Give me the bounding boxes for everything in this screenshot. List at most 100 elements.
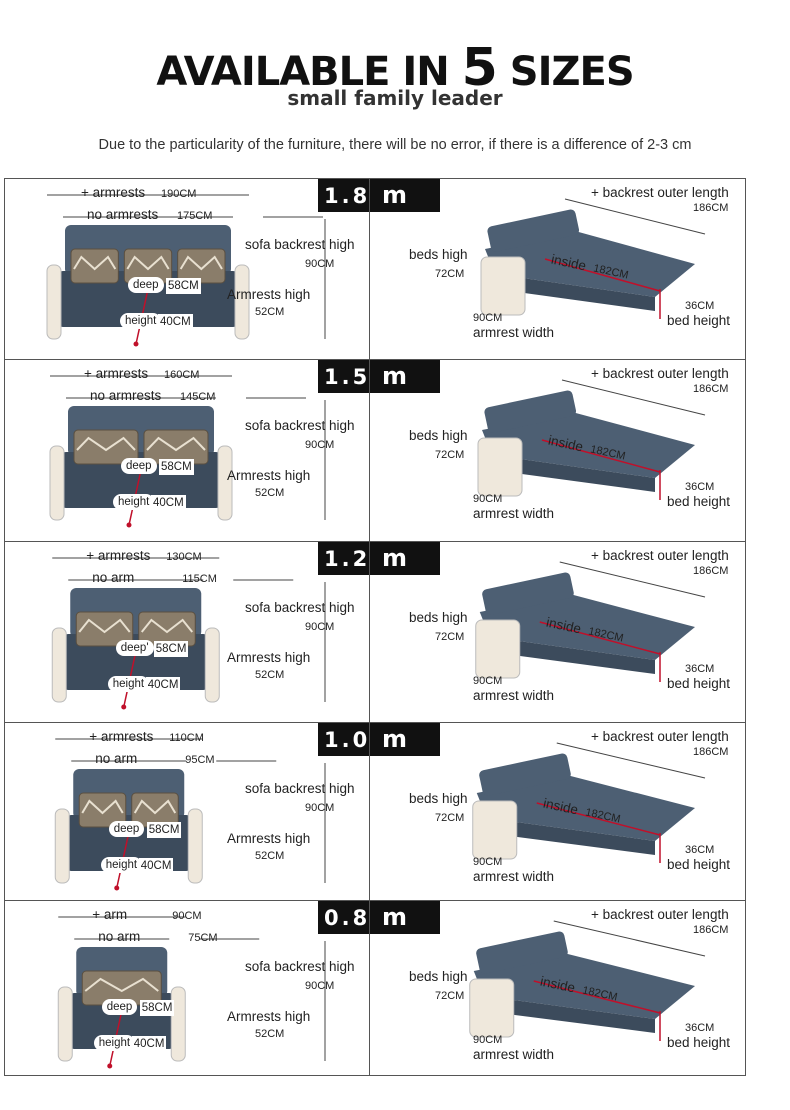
armrests-value: 130CM bbox=[166, 551, 202, 563]
sofa-right-arm bbox=[187, 808, 203, 884]
armrests-high-value: 52CM bbox=[255, 1028, 285, 1040]
height-label: height bbox=[107, 676, 150, 692]
backrest-outer-value: 186CM bbox=[693, 924, 729, 936]
size-tag-unit: m bbox=[382, 725, 408, 753]
deep-dim-dot bbox=[121, 704, 127, 710]
title-number: 5 bbox=[461, 38, 498, 98]
armrests-label: + armrests bbox=[84, 366, 149, 381]
backrest-outer-value: 186CM bbox=[693, 746, 729, 758]
backrest-outer-label: + backrest outer length bbox=[591, 907, 729, 922]
size-tag-unit: m bbox=[382, 181, 408, 209]
row-divider bbox=[369, 542, 370, 722]
size-tag-value: 1.5 bbox=[324, 365, 371, 389]
beds-high-value: 72CM bbox=[435, 631, 465, 643]
backrest-outer-value: 186CM bbox=[693, 565, 729, 577]
pillow-pattern bbox=[179, 255, 223, 271]
backrest-outer-label: + backrest outer length bbox=[591, 366, 729, 381]
sofa-pillow bbox=[70, 248, 119, 284]
armrests-high-label: Armrests high bbox=[227, 831, 311, 846]
beds-high-label: beds high bbox=[409, 969, 468, 984]
armrests-high-label: Armrests high bbox=[227, 1009, 311, 1024]
armrests-value: 190CM bbox=[161, 188, 197, 200]
no-armrests-value: 95CM bbox=[185, 754, 215, 766]
armrests-label: + armrests bbox=[86, 548, 151, 563]
backrest-outer-label: + backrest outer length bbox=[591, 729, 729, 744]
deep-value: 58CM bbox=[159, 459, 194, 475]
height-label: height bbox=[113, 494, 155, 510]
sofa-left-arm bbox=[46, 264, 62, 340]
beds-high-label: beds high bbox=[409, 791, 468, 806]
backrest-outer-label: + backrest outer length bbox=[591, 548, 729, 563]
armrest-width-value: 90CM bbox=[473, 856, 503, 868]
no-armrests-label: no armrests bbox=[90, 388, 162, 403]
bed-inside-line bbox=[544, 258, 661, 292]
bed-length-line bbox=[564, 198, 706, 235]
pillow-pattern bbox=[78, 618, 131, 634]
bed-arm bbox=[472, 800, 518, 860]
armrest-width-label: armrest width bbox=[473, 688, 555, 703]
size-tag-value: 1.8 bbox=[324, 184, 371, 208]
sofa-backrest-label: sofa backrest high bbox=[245, 237, 355, 252]
sofa-backrest-label: sofa backrest high bbox=[245, 600, 355, 615]
deep-value: 58CM bbox=[166, 278, 201, 294]
bed-arm bbox=[469, 978, 515, 1038]
sofa-backrest-value: 90CM bbox=[305, 980, 335, 992]
deep-dim-dot bbox=[107, 1063, 113, 1069]
sofa-left-arm bbox=[57, 986, 73, 1062]
bed-inside-line bbox=[533, 980, 661, 1014]
row-divider bbox=[369, 360, 370, 541]
armrests-high-label: Armrests high bbox=[227, 468, 311, 483]
bed-inside-line bbox=[536, 802, 661, 836]
sofa-right-arm bbox=[217, 445, 233, 521]
height-value: 40CM bbox=[145, 677, 181, 693]
sofa-backrest-value: 90CM bbox=[305, 802, 335, 814]
pillow-pattern bbox=[126, 255, 170, 271]
deep-label: deep bbox=[101, 999, 138, 1015]
deep-label: deep bbox=[128, 277, 164, 293]
armrests-high-value: 52CM bbox=[255, 850, 285, 862]
bed-height-label: bed height bbox=[667, 857, 731, 872]
bed-mattress bbox=[476, 775, 695, 841]
deep-label: deep bbox=[108, 821, 145, 837]
armrest-width-value: 90CM bbox=[473, 493, 503, 505]
sofa-backrest-value: 90CM bbox=[305, 621, 335, 633]
bed-height-label: bed height bbox=[667, 676, 731, 691]
size-tag-value: 1.2 bbox=[324, 547, 371, 571]
no-armrests-label: no arm bbox=[98, 929, 141, 944]
bed-side bbox=[483, 996, 655, 1033]
bed-mattress bbox=[482, 412, 695, 478]
bed-inside-line bbox=[541, 439, 661, 473]
bed-height-value: 36CM bbox=[685, 1022, 715, 1034]
armrests-label: + arm bbox=[92, 907, 128, 922]
pillow-pattern bbox=[140, 618, 194, 634]
beds-high-value: 72CM bbox=[435, 812, 465, 824]
bed-height-label: bed height bbox=[667, 313, 731, 328]
beds-high-label: beds high bbox=[409, 610, 468, 625]
pillow-pattern bbox=[76, 436, 136, 452]
size-tag-unit: m bbox=[382, 903, 408, 931]
no-armrests-label: no armrests bbox=[87, 207, 159, 222]
pillow-pattern bbox=[81, 799, 124, 815]
beds-high-label: beds high bbox=[409, 428, 468, 443]
armrest-width-value: 90CM bbox=[473, 1034, 503, 1046]
bed-arm bbox=[477, 437, 523, 497]
no-armrests-value: 175CM bbox=[177, 210, 213, 222]
armrests-high-label: Armrests high bbox=[227, 287, 311, 302]
bed-backrest bbox=[484, 390, 577, 433]
bed-length-line bbox=[559, 561, 706, 598]
bed-length-line bbox=[561, 379, 706, 416]
bed-backrest bbox=[476, 931, 568, 974]
armrests-label: + armrests bbox=[89, 729, 154, 744]
backrest-outer-value: 186CM bbox=[693, 383, 729, 395]
armrests-value: 110CM bbox=[169, 732, 204, 744]
armrests-high-value: 52CM bbox=[255, 669, 285, 681]
armrest-width-label: armrest width bbox=[473, 325, 555, 340]
sofa-left-arm bbox=[54, 808, 70, 884]
pillow-pattern bbox=[84, 977, 159, 993]
